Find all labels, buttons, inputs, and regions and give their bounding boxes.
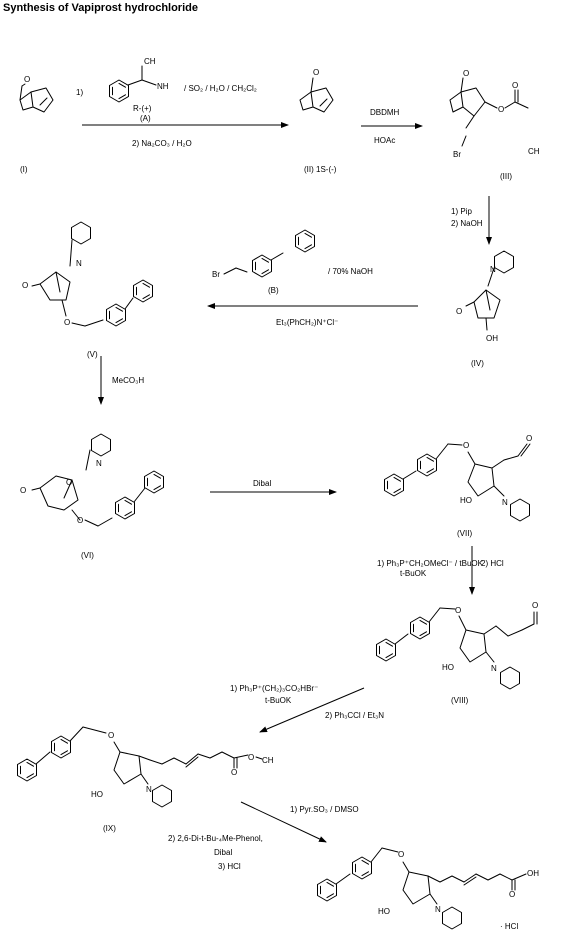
oxygen-label: O <box>77 516 83 525</box>
compound-label-B: (B) <box>268 286 279 295</box>
oxygen-label: O <box>463 441 469 450</box>
compound-VIII-structure: O O HO N <box>376 601 538 690</box>
oxygen-label: O <box>231 768 237 777</box>
compound-label-IX: (IX) <box>103 824 116 833</box>
oxygen-label: O <box>64 318 70 327</box>
nitrogen-label: N <box>502 498 508 507</box>
oxygen-label: O <box>398 850 404 859</box>
scheme-title: Synthesis of Vapiprost hydrochloride <box>3 2 198 14</box>
step5-reagent: MeCO₃H <box>112 376 144 385</box>
methyl-label: CH <box>262 756 274 765</box>
step1-solvents: / SO₂ / H₂O / CH₂Cl₂ <box>184 84 257 93</box>
step2-reagent: DBDMH <box>370 108 400 117</box>
oxygen-label: O <box>22 281 28 290</box>
compound-label-VIII: (VIII) <box>451 696 469 705</box>
vapiprost-hydrochloride-structure: O O OH HO N · HCl <box>317 847 539 931</box>
reagent-A-structure: CH NH <box>109 57 169 103</box>
arrow-step9 <box>240 801 327 843</box>
step6-reagent: Dibal <box>253 479 271 488</box>
compound-VII-structure: O O HO N <box>384 434 532 522</box>
compound-label-VII: (VII) <box>457 529 472 538</box>
oxygen-label: O <box>455 606 461 615</box>
hydroxyl-label: HO <box>442 663 454 672</box>
oxygen-label: O <box>512 81 518 90</box>
step3-reagent-1: 1) Pip <box>451 207 472 216</box>
compound-label-VI: (VI) <box>81 551 94 560</box>
nitrogen-label: N <box>96 459 102 468</box>
oxygen-label: O <box>526 434 532 443</box>
step7-reagent-3: 2) HCl <box>481 559 504 568</box>
step9-reagent-3: Dibal <box>214 848 232 857</box>
nitrogen-label: N <box>76 259 82 268</box>
oxygen-label: O <box>248 753 254 762</box>
oxygen-label: O <box>498 105 504 114</box>
methyl-label: CH <box>528 147 540 156</box>
step1-number: 1) <box>76 88 83 97</box>
step9-reagent-1: 1) Pyr.SO₃ / DMSO <box>290 805 359 814</box>
oxygen-label: O <box>509 890 515 899</box>
oxygen-label: O <box>66 478 72 487</box>
compound-label-IV: (IV) <box>471 359 484 368</box>
compound-IX-structure: O O O CH HO N <box>17 726 274 808</box>
hydroxyl-label: OH <box>527 869 539 878</box>
arrow-step8 <box>259 687 365 733</box>
bromine-label: Br <box>453 150 461 159</box>
step7-reagent-1: 1) Ph₃P⁺CH₂OMeCl⁻ / tBuOK <box>377 559 484 568</box>
hydrochloride-label: · HCl <box>500 922 518 931</box>
nitrogen-label: N <box>146 785 152 794</box>
step8-reagent-3: 2) Ph₃CCl / Et₃N <box>325 711 384 720</box>
compound-label-V: (V) <box>87 350 98 359</box>
bromine-label: Br <box>212 270 220 279</box>
step2-solvent: HOAc <box>374 136 395 145</box>
compound-label-I: (I) <box>20 165 28 174</box>
compound-V-structure: N O O <box>22 221 153 327</box>
step7-reagent-2: t-BuOK <box>400 569 427 578</box>
step9-reagent-4: 3) HCl <box>218 862 241 871</box>
step1-workup: 2) Na₂CO₃ / H₂O <box>132 139 192 148</box>
oxygen-label: O <box>463 69 469 78</box>
step3-reagent-2: 2) NaOH <box>451 219 483 228</box>
reagent-B-structure: Br <box>212 229 315 279</box>
compound-label-III: (III) <box>500 172 512 181</box>
step9-reagent-2: 2) 2,6-Di-t-Bu-₄Me-Phenol, <box>168 834 263 843</box>
hydroxyl-label: OH <box>486 334 498 343</box>
compound-IV-structure: N O OH <box>456 250 514 343</box>
compound-II-structure: O <box>299 68 334 113</box>
compound-III-structure: O Br O O CH <box>449 69 540 159</box>
hydroxyl-label: HO <box>378 907 390 916</box>
oxygen-label: O <box>313 68 319 77</box>
compound-I-structure: O <box>19 75 54 113</box>
nitrogen-label: N <box>435 905 441 914</box>
amine-label: NH <box>157 82 169 91</box>
step8-reagent-2: t-BuOK <box>265 696 292 705</box>
oxygen-label: O <box>532 601 538 610</box>
methyl-label: CH <box>144 57 156 66</box>
hydroxyl-label: HO <box>91 790 103 799</box>
compound-VI-structure: N O O O <box>20 433 164 527</box>
compound-label-A: (A) <box>140 114 151 123</box>
oxygen-label: O <box>20 486 26 495</box>
step1-chirality: R-(+) <box>133 104 152 113</box>
compound-label-II: (II) 1S-(-) <box>304 165 337 174</box>
oxygen-label: O <box>24 75 30 84</box>
nitrogen-label: N <box>490 265 496 274</box>
nitrogen-label: N <box>491 664 497 673</box>
oxygen-label: O <box>456 307 462 316</box>
step4-catalyst: Et₃(PhCH₂)N⁺Cl⁻ <box>276 318 338 327</box>
oxygen-label: O <box>108 731 114 740</box>
step4-base: / 70% NaOH <box>328 267 373 276</box>
step8-reagent-1: 1) Ph₃P⁺(CH₂)₃CO₂HBr⁻ <box>230 684 318 693</box>
hydroxyl-label: HO <box>460 496 472 505</box>
